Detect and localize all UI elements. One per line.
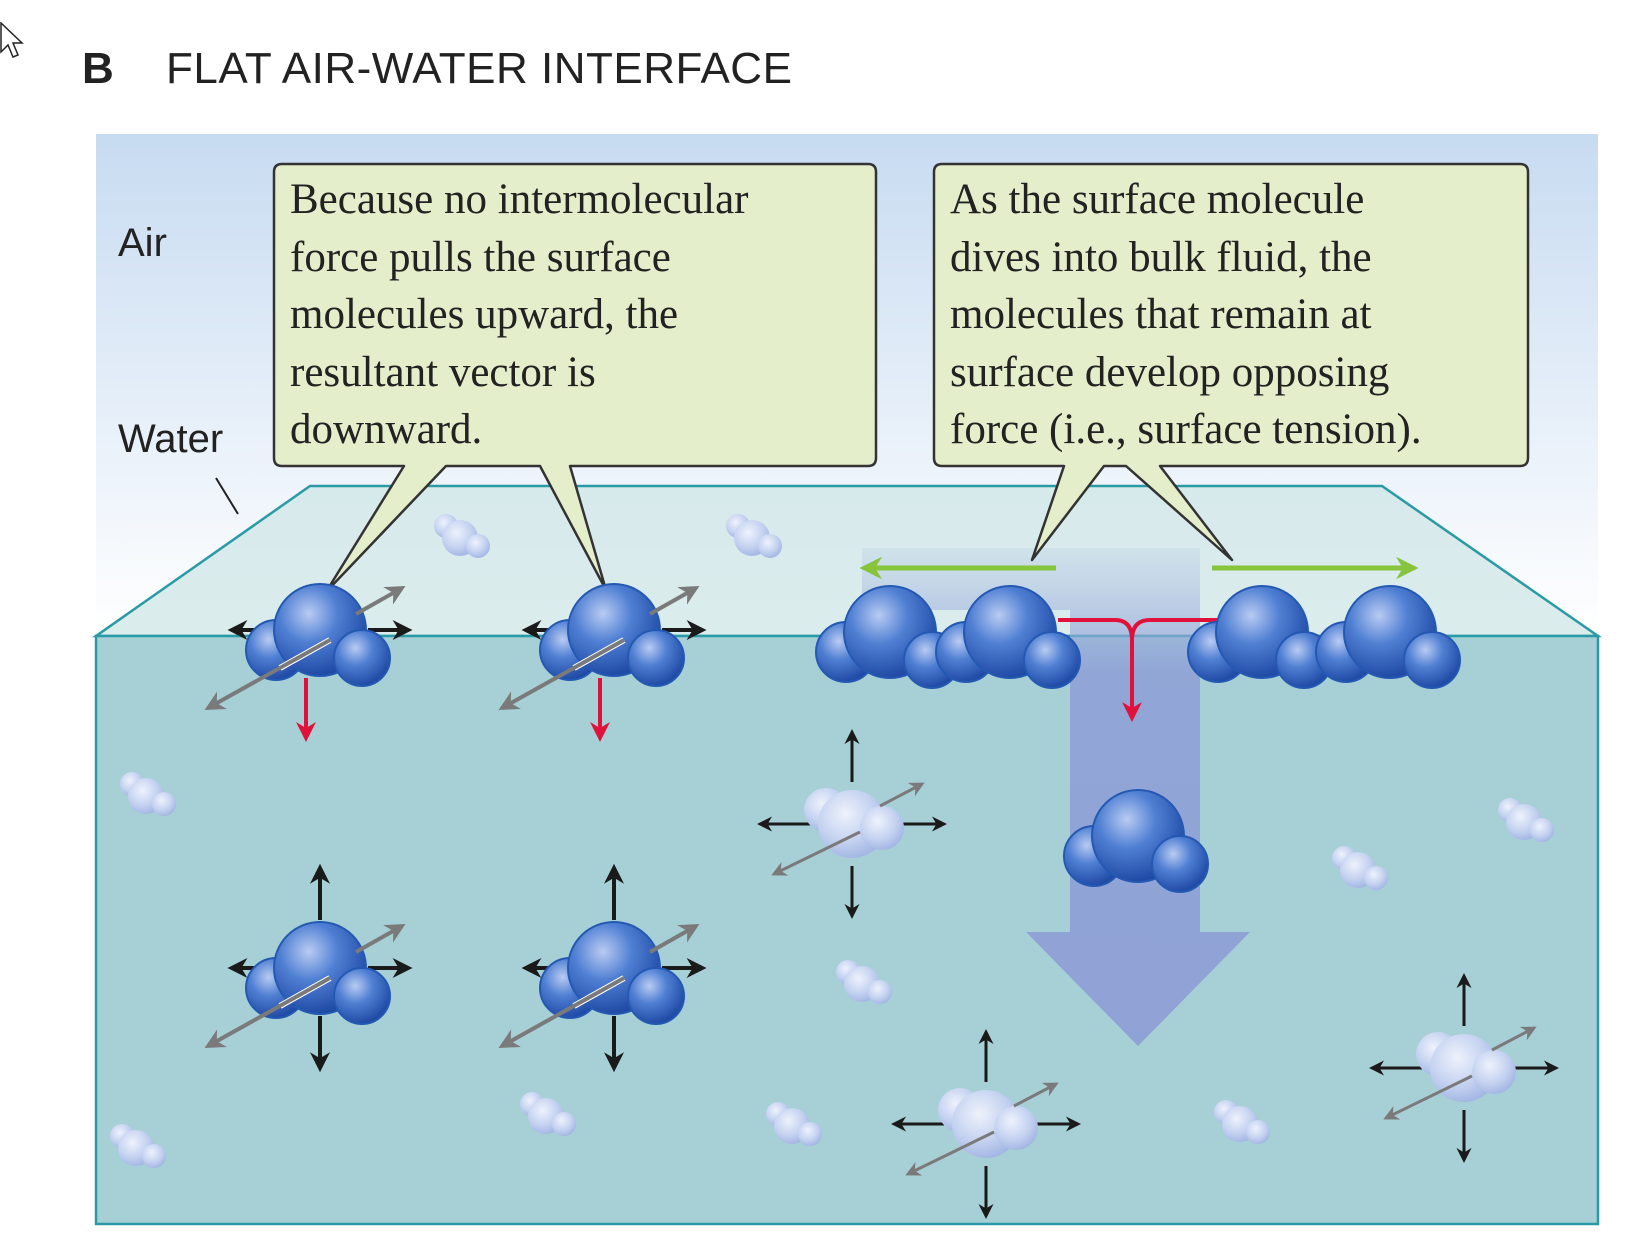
hydrogen-atom bbox=[994, 1106, 1038, 1150]
dipole-arrow-down bbox=[771, 830, 861, 876]
water-molecule-small bbox=[434, 514, 490, 558]
callout-left-line-2: force pulls the surface bbox=[290, 234, 671, 281]
water-molecule-small bbox=[120, 772, 176, 816]
callout-right-line-4: surface develop opposing bbox=[950, 349, 1389, 396]
dipole-arrow-up bbox=[1491, 1026, 1537, 1052]
hydrogen-atom bbox=[627, 629, 685, 687]
water-molecule-dark bbox=[498, 863, 707, 1073]
water-molecule-small bbox=[726, 514, 782, 558]
molecules-layer bbox=[110, 514, 1559, 1219]
dipole-arrow-up bbox=[355, 924, 406, 954]
dipole-arrow-up bbox=[879, 782, 925, 808]
dipole-arrow-up bbox=[649, 586, 700, 616]
water-molecule-small bbox=[1214, 1100, 1270, 1144]
dipole-arrow-up bbox=[649, 924, 700, 954]
dipole-arrow-up bbox=[1013, 1082, 1059, 1108]
air-label: Air bbox=[118, 221, 167, 265]
callout-left bbox=[272, 162, 878, 594]
water-molecule-small bbox=[766, 1102, 822, 1146]
hydrogen-atom bbox=[627, 967, 685, 1025]
callout-left-line-4: resultant vector is bbox=[290, 349, 596, 396]
callout-left-line-5: downward. bbox=[290, 406, 482, 453]
water-molecule-small bbox=[110, 1124, 166, 1168]
water-molecule-small bbox=[1332, 846, 1388, 890]
dive-arrow bbox=[862, 548, 1250, 1046]
dipole-arrow-down bbox=[905, 1130, 995, 1176]
water-label: Water bbox=[118, 417, 223, 461]
water-molecule-dark bbox=[204, 863, 413, 1073]
panel-title: FLAT AIR-WATER INTERFACE bbox=[166, 44, 793, 93]
hydrogen-atom bbox=[1403, 631, 1461, 689]
callout-right-line-3: molecules that remain at bbox=[950, 291, 1372, 338]
hydrogen-atom bbox=[1472, 1050, 1516, 1094]
hydrogen-atom bbox=[1023, 631, 1081, 689]
hydrogen-atom bbox=[333, 967, 391, 1025]
callout-right-line-2: dives into bulk fluid, the bbox=[950, 234, 1372, 281]
water-molecule-light bbox=[757, 729, 947, 919]
hydrogen-atom bbox=[1151, 835, 1209, 893]
callout-right-line-1: As the surface molecule bbox=[950, 176, 1364, 223]
callout-left-line-3: molecules upward, the bbox=[290, 291, 678, 338]
water-molecule-dark bbox=[1315, 585, 1461, 689]
callout-right bbox=[932, 162, 1530, 562]
dipole-arrow-up bbox=[355, 586, 406, 616]
callout-left-line-1: Because no intermolecular bbox=[290, 176, 748, 223]
water-molecule-small bbox=[1498, 798, 1554, 842]
water-molecule-light bbox=[1369, 973, 1559, 1163]
mouse-cursor-icon bbox=[0, 22, 24, 58]
dipole-arrow-down bbox=[498, 638, 625, 710]
water-label-pointer bbox=[215, 477, 239, 515]
water-molecule-dark bbox=[935, 585, 1081, 689]
callout-right-line-5: force (i.e., surface tension). bbox=[950, 406, 1422, 453]
water-molecule-dark bbox=[1063, 789, 1209, 893]
water-molecule-light bbox=[891, 1029, 1081, 1219]
dipole-arrow-down bbox=[204, 638, 331, 710]
hydrogen-atom bbox=[333, 629, 391, 687]
water-molecule-small bbox=[836, 960, 892, 1004]
water-molecule-small bbox=[520, 1092, 576, 1136]
panel-letter: B bbox=[82, 44, 114, 93]
water-molecule-dark bbox=[498, 583, 707, 742]
dipole-arrow-down bbox=[204, 976, 331, 1048]
dipole-arrow-down bbox=[498, 976, 625, 1048]
water-molecule-dark bbox=[204, 583, 413, 742]
hydrogen-atom bbox=[860, 806, 904, 850]
dipole-arrow-down bbox=[1383, 1074, 1473, 1120]
